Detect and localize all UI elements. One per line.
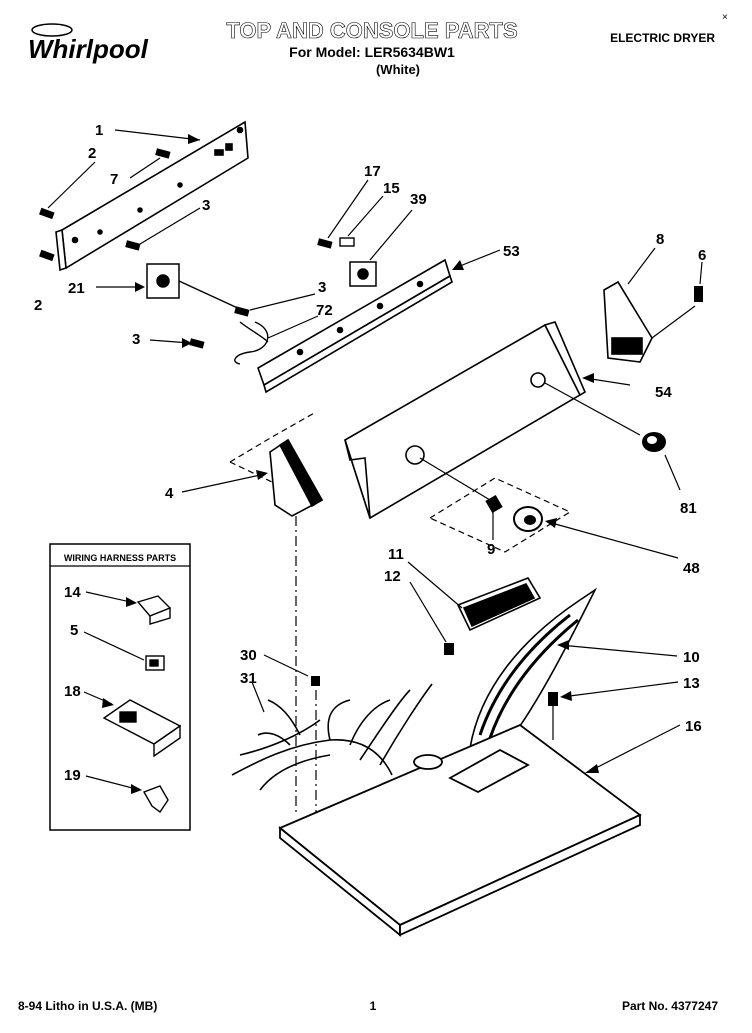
footer-litho: 8-94 Litho in U.S.A. (MB)	[18, 999, 157, 1013]
callout-19: 19	[64, 767, 81, 784]
callout-1: 1	[95, 122, 103, 139]
callout-4: 4	[165, 485, 174, 502]
screw-13	[548, 692, 558, 706]
screw-3c	[189, 338, 205, 349]
top-panel-16	[278, 723, 642, 937]
brand-name: Whirlpool	[28, 34, 149, 64]
callout-3-top: 3	[202, 197, 210, 214]
callout-21: 21	[68, 280, 85, 297]
callout-30: 30	[240, 647, 257, 664]
callout-13: 13	[683, 675, 700, 692]
callout-8: 8	[656, 231, 664, 248]
callout-15: 15	[383, 180, 400, 197]
rear-control-panel	[55, 120, 249, 272]
callout-48: 48	[683, 560, 700, 577]
leader-1	[114, 129, 201, 141]
end-cap-8	[603, 280, 653, 363]
callout-14: 14	[64, 584, 81, 601]
page-title: TOP AND CONSOLE PARTS	[226, 18, 517, 43]
callout-7: 7	[110, 171, 118, 188]
switch-9	[485, 494, 503, 514]
callout-53: 53	[503, 243, 520, 260]
callout-16: 16	[685, 718, 702, 735]
callout-18: 18	[64, 683, 81, 700]
wiring-harness-parts-box: WIRING HARNESS PARTS	[49, 543, 191, 831]
callout-labels: 1 2 7 3 2 21 3 72 3 17 15 39 53 8 6 54 8…	[34, 122, 706, 784]
clip-19	[142, 785, 169, 814]
screw-17	[317, 238, 333, 249]
clip-15	[339, 237, 355, 247]
callout-3-left: 3	[132, 331, 140, 348]
callout-12: 12	[384, 568, 401, 585]
console-54	[344, 321, 587, 520]
callout-6: 6	[698, 247, 706, 264]
callout-54: 54	[655, 384, 672, 401]
callout-3-mid: 3	[318, 279, 326, 296]
harness-cover-10	[469, 587, 598, 750]
callout-2-bottom: 2	[34, 297, 42, 314]
whirlpool-logo: Whirlpool	[28, 23, 149, 64]
timer-switch-21	[146, 263, 243, 311]
knob-81	[642, 432, 666, 452]
wire-harness-31	[231, 683, 433, 791]
end-cap-4	[269, 438, 324, 517]
color-variant: (White)	[376, 62, 420, 77]
screw-2a	[39, 207, 55, 220]
callout-17: 17	[364, 163, 381, 180]
footer-part-number: Part No. 4377247	[622, 999, 718, 1013]
callout-10: 10	[683, 649, 700, 666]
wiring-box-title: WIRING HARNESS PARTS	[64, 553, 176, 563]
callout-11: 11	[388, 546, 404, 563]
callout-31: 31	[240, 670, 257, 687]
screw-3a	[125, 240, 141, 251]
callout-81: 81	[680, 500, 697, 517]
callout-72: 72	[316, 302, 333, 319]
screw-2b	[39, 249, 55, 262]
callout-2-top: 2	[88, 145, 96, 162]
clip-30	[311, 676, 320, 686]
connector-14	[136, 595, 172, 625]
cover-11	[456, 577, 542, 632]
connector-18	[102, 699, 182, 758]
knob-48	[513, 506, 543, 532]
screw-7	[155, 148, 171, 159]
callout-39: 39	[410, 191, 427, 208]
connector-5	[145, 655, 165, 671]
callout-5: 5	[70, 622, 78, 639]
screw-6	[694, 286, 703, 302]
dashed-frame-9-48	[428, 477, 572, 553]
product-type: ELECTRIC DRYER	[610, 31, 715, 45]
screw-12	[444, 643, 454, 655]
terminal-block-39	[349, 261, 377, 287]
callout-9: 9	[487, 541, 495, 558]
model-number: For Model: LER5634BW1	[289, 44, 455, 60]
footer-page-number: 1	[370, 999, 377, 1013]
screw-3b	[234, 306, 250, 317]
wire-assembly-72	[234, 321, 269, 365]
control-bracket-53	[257, 258, 453, 394]
corner-mark: ×	[722, 12, 728, 23]
